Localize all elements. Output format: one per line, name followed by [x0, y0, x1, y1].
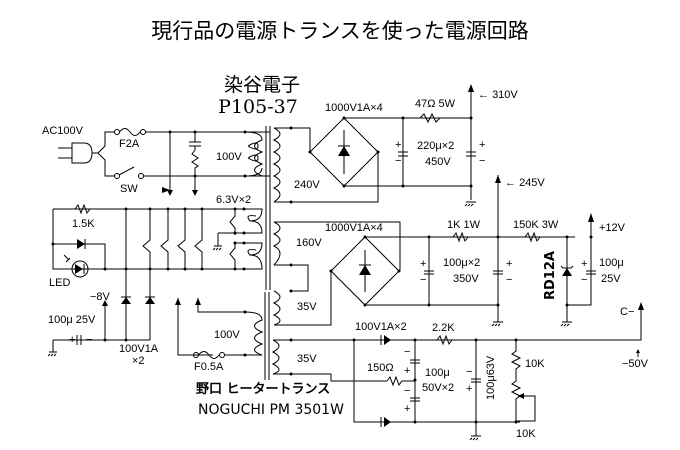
bias-caps-label: 100μ: [425, 367, 450, 379]
cap-plus: +: [420, 258, 426, 270]
ground-icon: [469, 435, 481, 441]
heater-fuse-label: F0.5A: [194, 361, 224, 373]
cap-minus: −: [86, 334, 92, 346]
ground-icon: [491, 321, 503, 327]
ground-icon: [212, 232, 235, 251]
led-diodes-count: ×2: [132, 355, 145, 367]
out-cap-label: 100μ: [599, 257, 624, 269]
zener-label: RD12A: [543, 251, 558, 300]
bridge-rectifier-2: [329, 235, 401, 307]
page-title: 現行品の電源トランスを使った電源回路: [151, 19, 529, 43]
neg8v-label: −8V: [90, 291, 111, 303]
cap-plus: +: [395, 139, 401, 151]
cap-plus: +: [506, 258, 512, 270]
out-cap-voltage: 25V: [601, 273, 621, 285]
pot-resistor-label: 10K: [525, 358, 545, 370]
led-label: LED: [49, 277, 70, 289]
plug-icon: [58, 131, 115, 177]
ground-icon: [560, 321, 572, 327]
pot-label: 10K: [516, 428, 536, 440]
heater-transformer-model: NOGUCHI PM 3501W: [198, 402, 344, 418]
cap-plus: +: [479, 139, 485, 151]
bias-diodes-label: 100V1A×2: [355, 321, 407, 333]
fuse-label: F2A: [119, 138, 140, 150]
switch-label: SW: [120, 183, 138, 195]
hv-caps-label: 220μ×2: [417, 140, 454, 152]
hv-resistor-label: 47Ω 5W: [415, 98, 456, 110]
heater-sec-voltage: 35V: [297, 353, 317, 365]
cap-minus: −: [420, 274, 426, 286]
transformer-model: P105-37: [218, 96, 298, 118]
transformer-maker: 染谷電子: [224, 74, 300, 96]
led-cap-label: 100μ 25V: [48, 314, 96, 326]
r1-label: 1K 1W: [447, 219, 481, 231]
low-voltage: 35V: [297, 301, 317, 313]
led-resistor-label: 1.5K: [72, 218, 95, 230]
neg50v-label: −50V: [622, 358, 649, 370]
primary-voltage: 100V: [216, 151, 242, 163]
hv-voltage: 240V: [294, 179, 320, 191]
low-winding: [272, 271, 332, 326]
plus12v-label: +12V: [599, 222, 626, 234]
cap-minus: −: [506, 274, 512, 286]
mid-caps-voltage: 350V: [453, 273, 479, 285]
ground-icon: [464, 201, 476, 207]
heater-primary-voltage: 100V: [214, 329, 240, 341]
cap-plus: +: [69, 334, 75, 346]
cap-minus: −: [404, 346, 410, 358]
cap-plus: +: [581, 258, 587, 270]
bias-caps-voltage: 50V×2: [422, 382, 454, 394]
cap-plus: +: [404, 365, 410, 377]
led-diodes-label: 100V1A: [119, 343, 159, 355]
cap-minus: −: [466, 366, 472, 378]
r2-label: 150K 3W: [513, 219, 559, 231]
cap-minus: −: [404, 385, 410, 397]
hv-caps-voltage: 450V: [425, 156, 451, 168]
heater-transformer-core: [264, 292, 270, 380]
bridge-rectifier-1: [308, 116, 380, 188]
heater-voltage: 6.3V×2: [216, 194, 251, 206]
heater-transformer-maker: 野口 ヒータートランス: [196, 382, 330, 397]
hv-winding: [272, 126, 293, 204]
primary-winding: [243, 130, 264, 178]
mid-output-label: ← 245V: [505, 177, 545, 189]
mid-winding: [272, 221, 401, 270]
fuse-f05a: [193, 351, 245, 359]
r-series-label: 2.2K: [432, 322, 455, 334]
transformer-core: [265, 126, 271, 290]
r150-label: 150Ω: [367, 362, 394, 374]
cap-minus: −: [479, 155, 485, 167]
cap-minus: −: [395, 155, 401, 167]
cap-minus: −: [581, 274, 587, 286]
c-minus-label: C−: [620, 306, 634, 318]
mid-voltage: 160V: [296, 237, 322, 249]
mid-caps-label: 100μ×2: [443, 257, 480, 269]
light-icon: [63, 254, 71, 263]
bias-out-cap-label: 100μ63V: [485, 355, 497, 400]
bridge-1-label: 1000V1A×4: [325, 102, 383, 114]
switch-icon: [114, 166, 270, 179]
ground-icon: [47, 340, 57, 357]
hv-output-label: ← 310V: [478, 89, 518, 101]
ac-input-label: AC100V: [42, 125, 84, 137]
cap-plus: +: [466, 383, 472, 395]
cap-plus: +: [404, 403, 410, 415]
heater-bus: [124, 207, 204, 340]
bridge-2-label: 1000V1A×4: [325, 222, 383, 234]
